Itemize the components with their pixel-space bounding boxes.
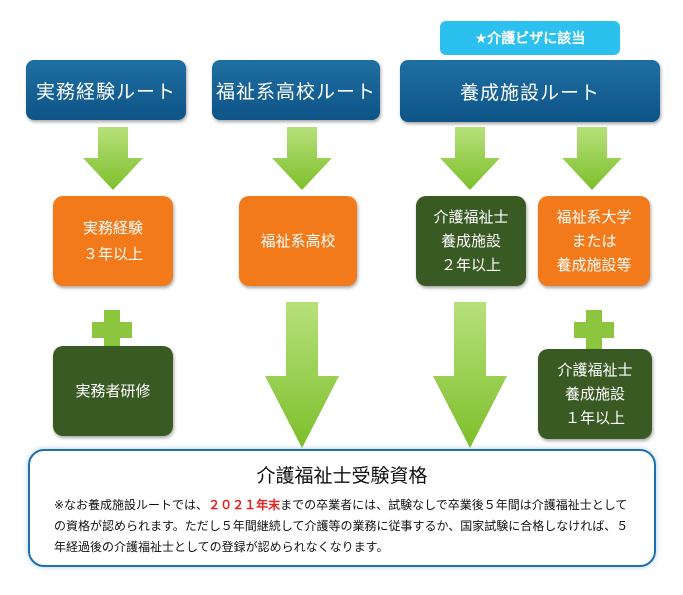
arrow-highschool	[272, 127, 332, 190]
card-text: １年以上	[564, 409, 625, 427]
note-text: ※なお養成施設ルートでは、	[54, 498, 209, 512]
card-text: 実務経験	[82, 218, 143, 237]
card-text: 養成施設等	[556, 256, 632, 274]
card-text: 介護福祉士	[557, 361, 633, 379]
result-note: ※なお養成施設ルートでは、２０２１年末までの卒業者には、試験なしで卒業後５年間は…	[54, 495, 636, 558]
arrow-facility-long	[433, 302, 507, 448]
result-box: 介護福祉士受験資格 ※なお養成施設ルートでは、２０２１年末までの卒業者には、試験…	[28, 449, 656, 567]
arrow-facility-univ	[562, 127, 622, 190]
card-highschool: 福祉系高校	[239, 196, 357, 286]
plus-icon	[92, 310, 132, 350]
route-highschool: 福祉系高校ルート	[212, 60, 380, 120]
card-text: 養成施設	[564, 385, 625, 403]
plus-icon	[574, 310, 614, 350]
card-facility-2yr: 介護福祉士 養成施設 ２年以上	[416, 196, 526, 286]
arrow-facility-2yr	[440, 127, 500, 190]
card-text: 実務者研修	[75, 381, 151, 400]
card-text: または	[571, 232, 617, 250]
card-text: ３年以上	[82, 245, 143, 263]
card-practitioner-training: 実務者研修	[53, 346, 173, 436]
card-text: 介護福祉士	[433, 208, 509, 226]
visa-badge: ★介護ビザに該当	[440, 21, 620, 55]
card-facility-1yr: 介護福祉士 養成施設 １年以上	[538, 349, 652, 439]
note-highlight: ２０２１年末	[208, 498, 281, 512]
card-text: 福祉系高校	[260, 231, 336, 250]
route-experience: 実務経験ルート	[26, 60, 186, 120]
route-facility: 養成施設ルート	[400, 60, 660, 122]
result-title: 介護福祉士受験資格	[256, 465, 428, 487]
card-text: 福祉系大学	[556, 208, 632, 226]
arrow-highschool-long	[265, 302, 339, 448]
card-welfare-university: 福祉系大学 または 養成施設等	[538, 196, 650, 286]
note-text: までの卒業者には、試験なしで卒業後５年間は介護福祉士としての資格が認められます。…	[54, 498, 629, 554]
card-text: ２年以上	[440, 256, 501, 274]
card-text: 養成施設	[440, 232, 501, 250]
card-experience-3yr: 実務経験 ３年以上	[53, 196, 173, 286]
arrow-experience	[83, 127, 143, 190]
